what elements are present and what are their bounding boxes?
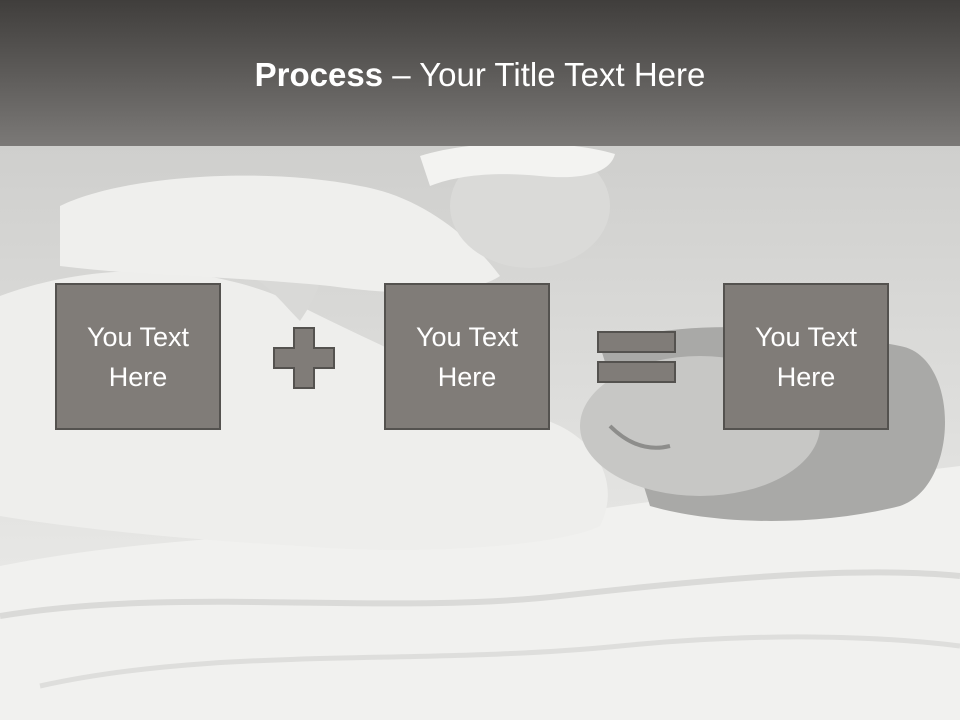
background-photo [0, 146, 960, 720]
title-bold-part: Process [254, 56, 384, 93]
process-box-3-text: You Text Here [754, 321, 858, 392]
process-box-1-text: You Text Here [86, 321, 190, 392]
mother-baby-photo-illustration [0, 146, 960, 720]
slide-title: Process – Your Title Text Here [0, 52, 960, 98]
title-regular-part: – Your Title Text Here [383, 56, 706, 93]
title-banner: Process – Your Title Text Here [0, 0, 960, 146]
process-box-2-text: You Text Here [415, 321, 519, 392]
process-box-3: You Text Here [723, 283, 889, 430]
plus-icon [273, 327, 335, 389]
equals-icon [597, 331, 676, 383]
process-box-1: You Text Here [55, 283, 221, 430]
process-box-2: You Text Here [384, 283, 550, 430]
